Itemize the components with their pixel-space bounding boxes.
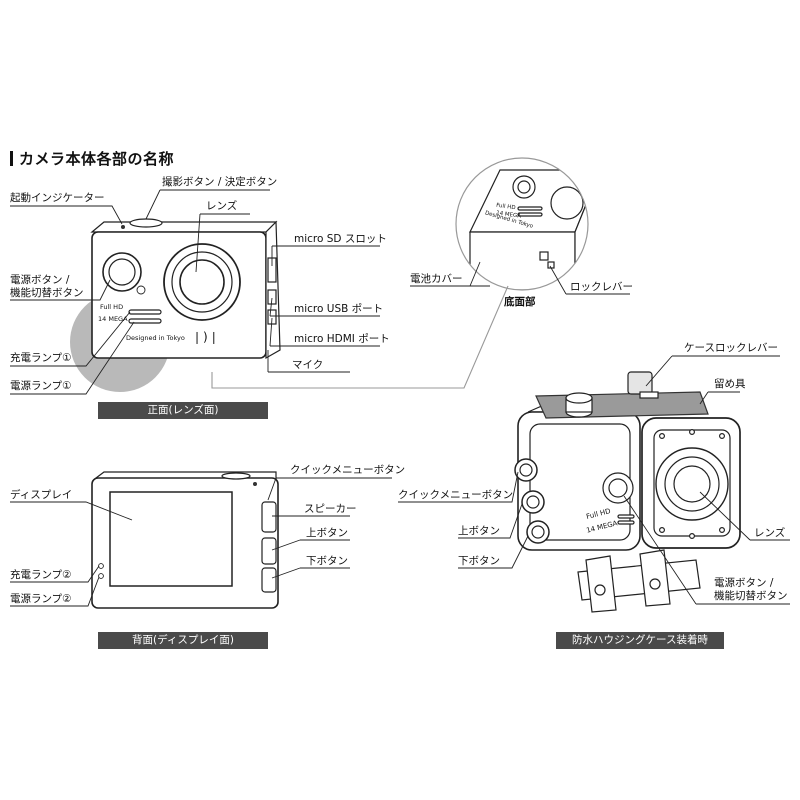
label-charge-lamp-1: 充電ランプ①	[10, 352, 72, 364]
page-title-text: カメラ本体各部の名称	[19, 150, 175, 168]
label-housing-down-button: 下ボタン	[458, 555, 500, 567]
label-power-button-line1: 電源ボタン /	[10, 274, 70, 286]
front-14mega-text: 14 MEGA	[98, 315, 128, 323]
label-housing-up-button: 上ボタン	[458, 525, 500, 537]
housing-camera-body	[514, 371, 741, 613]
title-bar-mark	[10, 151, 13, 166]
label-power-lamp-1: 電源ランプ①	[10, 380, 72, 392]
label-shutter-button: 撮影ボタン / 決定ボタン	[162, 176, 278, 188]
label-microsd-slot: micro SD スロット	[294, 233, 387, 245]
front-designed-text: Designed in Tokyo	[126, 334, 185, 342]
label-clasp: 留め具	[714, 378, 746, 390]
caption-front: 正面(レンズ面)	[98, 402, 268, 419]
back-camera-body	[91, 471, 279, 609]
page-title: カメラ本体各部の名称	[10, 148, 174, 169]
front-camera-body	[70, 218, 281, 392]
caption-housing: 防水ハウジングケース装着時	[556, 632, 724, 649]
label-back-down-button: 下ボタン	[306, 555, 348, 567]
label-power-lamp-2: 電源ランプ②	[10, 593, 72, 605]
label-microusb-port: micro USB ポート	[294, 303, 384, 315]
label-charge-lamp-2: 充電ランプ②	[10, 569, 72, 581]
label-power-button-line2: 機能切替ボタン	[10, 287, 84, 299]
front-full-hd-text: Full HD	[100, 303, 124, 311]
label-housing-quick-menu: クイックメニューボタン	[398, 489, 514, 501]
label-lock-lever: ロックレバー	[570, 281, 633, 293]
bottom-view-callout	[455, 157, 589, 291]
label-housing-lens: レンズ	[754, 527, 786, 539]
leader-lines	[10, 189, 790, 607]
label-display: ディスプレイ	[10, 489, 73, 501]
caption-bottom: 底面部	[504, 296, 536, 308]
front-logo: ❘)❘	[192, 330, 220, 344]
label-back-up-button: 上ボタン	[306, 527, 348, 539]
label-case-lock-lever: ケースロックレバー	[684, 342, 778, 354]
label-speaker: スピーカー	[304, 503, 357, 515]
label-microhdmi-port: micro HDMI ポート	[294, 333, 390, 345]
bottom-view-connector	[211, 285, 509, 389]
caption-back: 背面(ディスプレイ面)	[98, 632, 268, 649]
label-front-lens: レンズ	[206, 200, 238, 212]
label-battery-cover: 電池カバー	[410, 273, 463, 285]
label-startup-indicator: 起動インジケーター	[10, 192, 105, 204]
label-mic: マイク	[292, 359, 324, 371]
label-housing-power-button-line1: 電源ボタン /	[714, 577, 774, 589]
label-housing-power-button-line2: 機能切替ボタン	[714, 590, 788, 602]
label-back-quick-menu: クイックメニューボタン	[290, 464, 406, 476]
